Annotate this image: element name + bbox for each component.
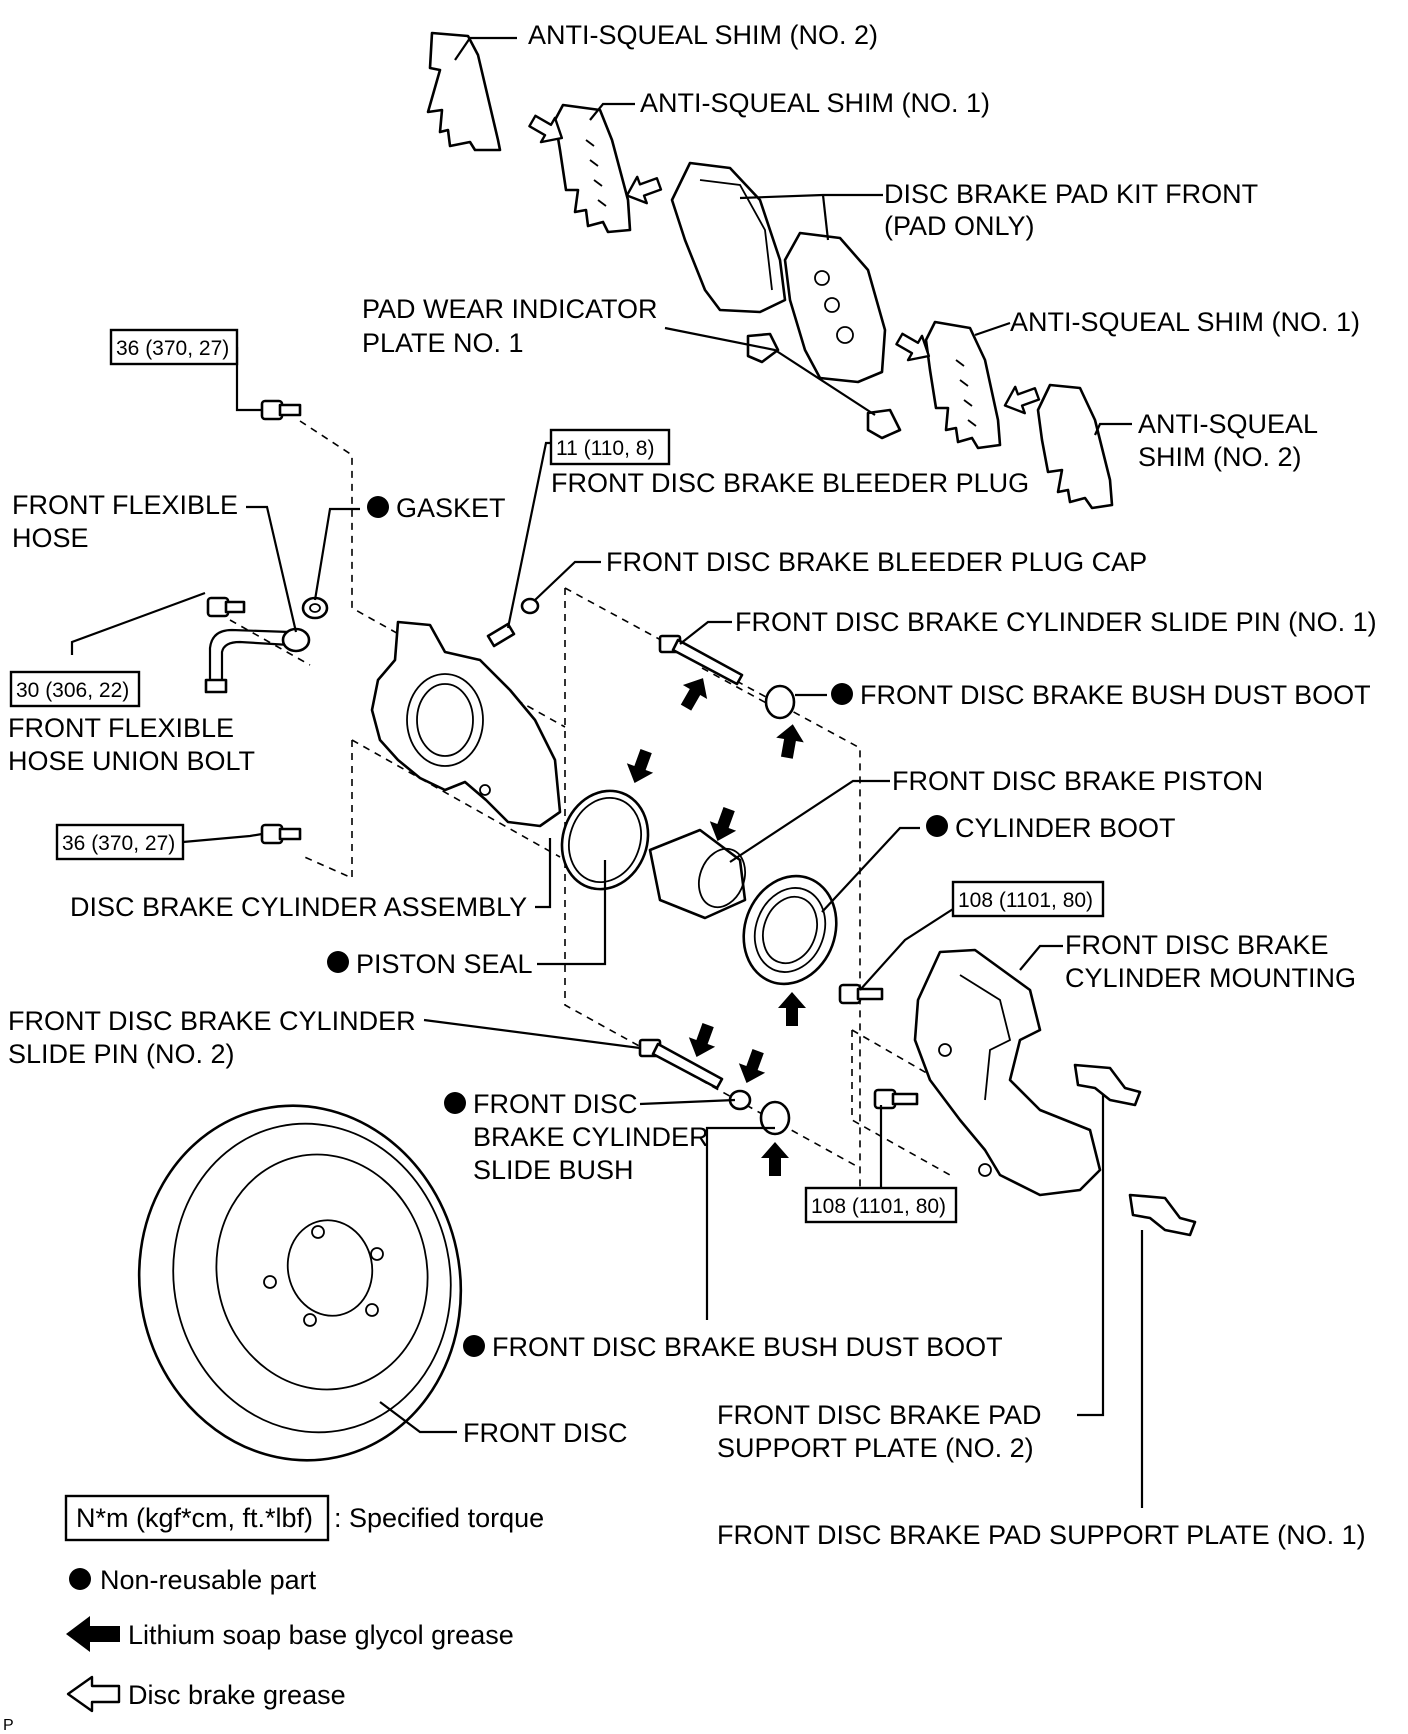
label-flex-hose-line2: HOSE: [12, 523, 89, 553]
anti-squeal-shim-no2-top-part: [426, 31, 502, 152]
nonreusable-mark: [831, 683, 853, 705]
legend-torque-text: : Specified torque: [334, 1503, 544, 1533]
anti-squeal-shim-no1-top-part: [553, 103, 632, 234]
mounting-bolt-bottom-part: [873, 1088, 919, 1110]
torque-value: 36 (370, 27): [62, 832, 175, 855]
torque-value: 108 (1101, 80): [811, 1195, 946, 1218]
label-support-plate-no2-line1: FRONT DISC BRAKE PAD: [717, 1400, 1042, 1430]
cylinder-boot-part: [742, 874, 838, 986]
corner-mark: P: [3, 1717, 14, 1734]
label-gasket: GASKET: [396, 493, 506, 523]
label-slide-pin-no1: FRONT DISC BRAKE CYLINDER SLIDE PIN (NO.…: [735, 607, 1377, 637]
disc-brake-cylinder-assembly-part: [370, 620, 562, 828]
label-union-bolt-line1: FRONT FLEXIBLE: [8, 713, 234, 743]
label-piston: FRONT DISC BRAKE PISTON: [892, 766, 1263, 796]
dust-boot-bottom-part: [759, 1100, 791, 1136]
torque-value: 36 (370, 27): [116, 337, 229, 360]
label-shim-no2-right-line1: ANTI-SQUEAL: [1138, 409, 1318, 439]
disc-brake-pad-outer-part: [670, 161, 787, 314]
label-support-plate-no2-line2: SUPPORT PLATE (NO. 2): [717, 1433, 1034, 1463]
union-bolt-part: [206, 596, 246, 618]
torque-box-lower-left: 36 (370, 27): [55, 823, 185, 861]
legend: N*m (kgf*cm, ft.*lbf) : Specified torque…: [64, 1494, 544, 1713]
label-shim-no2-top: ANTI-SQUEAL SHIM (NO. 2): [528, 20, 878, 50]
leader-lines: [70, 36, 1144, 1508]
legend-disc-grease-arrow-icon: [66, 1675, 121, 1713]
label-flex-hose-line1: FRONT FLEXIBLE: [12, 490, 238, 520]
torque-value: 30 (306, 22): [16, 679, 129, 702]
bleeder-plug-part: [486, 597, 540, 648]
torque-box-mount-top: 108 (1101, 80): [951, 880, 1105, 918]
torque-value: 11 (110, 8): [556, 437, 654, 460]
flexible-hose-part: [204, 627, 311, 694]
label-union-bolt-line2: HOSE UNION BOLT: [8, 746, 255, 776]
cylinder-mounting-part: [913, 948, 1102, 1197]
label-mounting-line2: CYLINDER MOUNTING: [1065, 963, 1356, 993]
gasket-part: [301, 596, 329, 620]
nonreusable-mark: [463, 1335, 485, 1357]
label-dust-boot-top: FRONT DISC BRAKE BUSH DUST BOOT: [860, 680, 1371, 710]
label-shim-no1-right: ANTI-SQUEAL SHIM (NO. 1): [1010, 307, 1360, 337]
piston-seal-part: [560, 789, 650, 891]
front-disc-part: [137, 1104, 463, 1462]
label-pad-kit-line1: DISC BRAKE PAD KIT FRONT: [884, 179, 1258, 209]
label-slide-bush-line3: SLIDE BUSH: [473, 1155, 634, 1185]
label-cylinder-boot: CYLINDER BOOT: [955, 813, 1176, 843]
label-bleeder-cap: FRONT DISC BRAKE BLEEDER PLUG CAP: [606, 547, 1147, 577]
label-mounting-line1: FRONT DISC BRAKE: [1065, 930, 1329, 960]
anti-squeal-shim-no1-right-part: [924, 320, 1002, 450]
legend-disc-grease-text: Disc brake grease: [128, 1680, 346, 1710]
label-wear-indicator-line1: PAD WEAR INDICATOR: [362, 294, 658, 324]
torque-box-top-left: 36 (370, 27): [109, 328, 239, 366]
nonreusable-mark: [444, 1092, 466, 1114]
legend-torque-box: [64, 1494, 330, 1542]
label-slide-pin-no2-line2: SLIDE PIN (NO. 2): [8, 1039, 235, 1069]
label-wear-indicator-line2: PLATE NO. 1: [362, 328, 524, 358]
dust-boot-top-part: [764, 684, 796, 720]
support-plate-no2-part: [1073, 1063, 1142, 1107]
label-front-disc: FRONT DISC: [463, 1418, 628, 1448]
anti-squeal-shim-no2-right-part: [1036, 383, 1114, 510]
legend-nonreusable-icon: [69, 1568, 91, 1590]
label-shim-no2-right-line2: SHIM (NO. 2): [1138, 442, 1302, 472]
label-slide-bush-line1: FRONT DISC: [473, 1089, 638, 1119]
label-piston-seal: PISTON SEAL: [356, 949, 533, 979]
piston-part: [648, 828, 747, 920]
label-shim-no1-top: ANTI-SQUEAL SHIM (NO. 1): [640, 88, 990, 118]
label-pad-kit-line2: (PAD ONLY): [884, 211, 1035, 241]
torque-box-union-bolt: 30 (306, 22): [9, 670, 141, 708]
torque-box-bleeder: 11 (110, 8): [549, 428, 671, 466]
disc-brake-pad-inner-part: [783, 231, 887, 384]
torque-value: 108 (1101, 80): [958, 889, 1093, 912]
caliper-bolt-top-part: [260, 399, 302, 421]
label-bleeder-plug: FRONT DISC BRAKE BLEEDER PLUG: [551, 468, 1029, 498]
label-dust-boot-bottom: FRONT DISC BRAKE BUSH DUST BOOT: [492, 1332, 1003, 1362]
part-labels: ANTI-SQUEAL SHIM (NO. 2) ANTI-SQUEAL SHI…: [8, 20, 1377, 1550]
torque-box-mount-bottom: 108 (1101, 80): [804, 1186, 958, 1224]
nonreusable-mark: [367, 496, 389, 518]
label-slide-bush-line2: BRAKE CYLINDER: [473, 1122, 709, 1152]
legend-nonreusable-text: Non-reusable part: [100, 1565, 317, 1595]
nonreusable-mark: [926, 815, 948, 837]
legend-lithium-text: Lithium soap base glycol grease: [128, 1620, 514, 1650]
legend-torque-units: N*m (kgf*cm, ft.*lbf): [76, 1503, 313, 1533]
slide-pin-no1-part: [658, 634, 744, 686]
label-support-plate-no1: FRONT DISC BRAKE PAD SUPPORT PLATE (NO. …: [717, 1520, 1366, 1550]
slide-pin-no2-part: [638, 1038, 724, 1090]
label-slide-pin-no2-line1: FRONT DISC BRAKE CYLINDER: [8, 1006, 416, 1036]
caliper-bolt-lower-part: [260, 823, 302, 845]
nonreusable-mark: [327, 951, 349, 973]
support-plate-no1-part: [1128, 1193, 1197, 1237]
label-cylinder-assembly: DISC BRAKE CYLINDER ASSEMBLY: [70, 892, 527, 922]
legend-lithium-arrow-icon: [66, 1616, 120, 1652]
mounting-bolt-top-part: [838, 983, 884, 1005]
